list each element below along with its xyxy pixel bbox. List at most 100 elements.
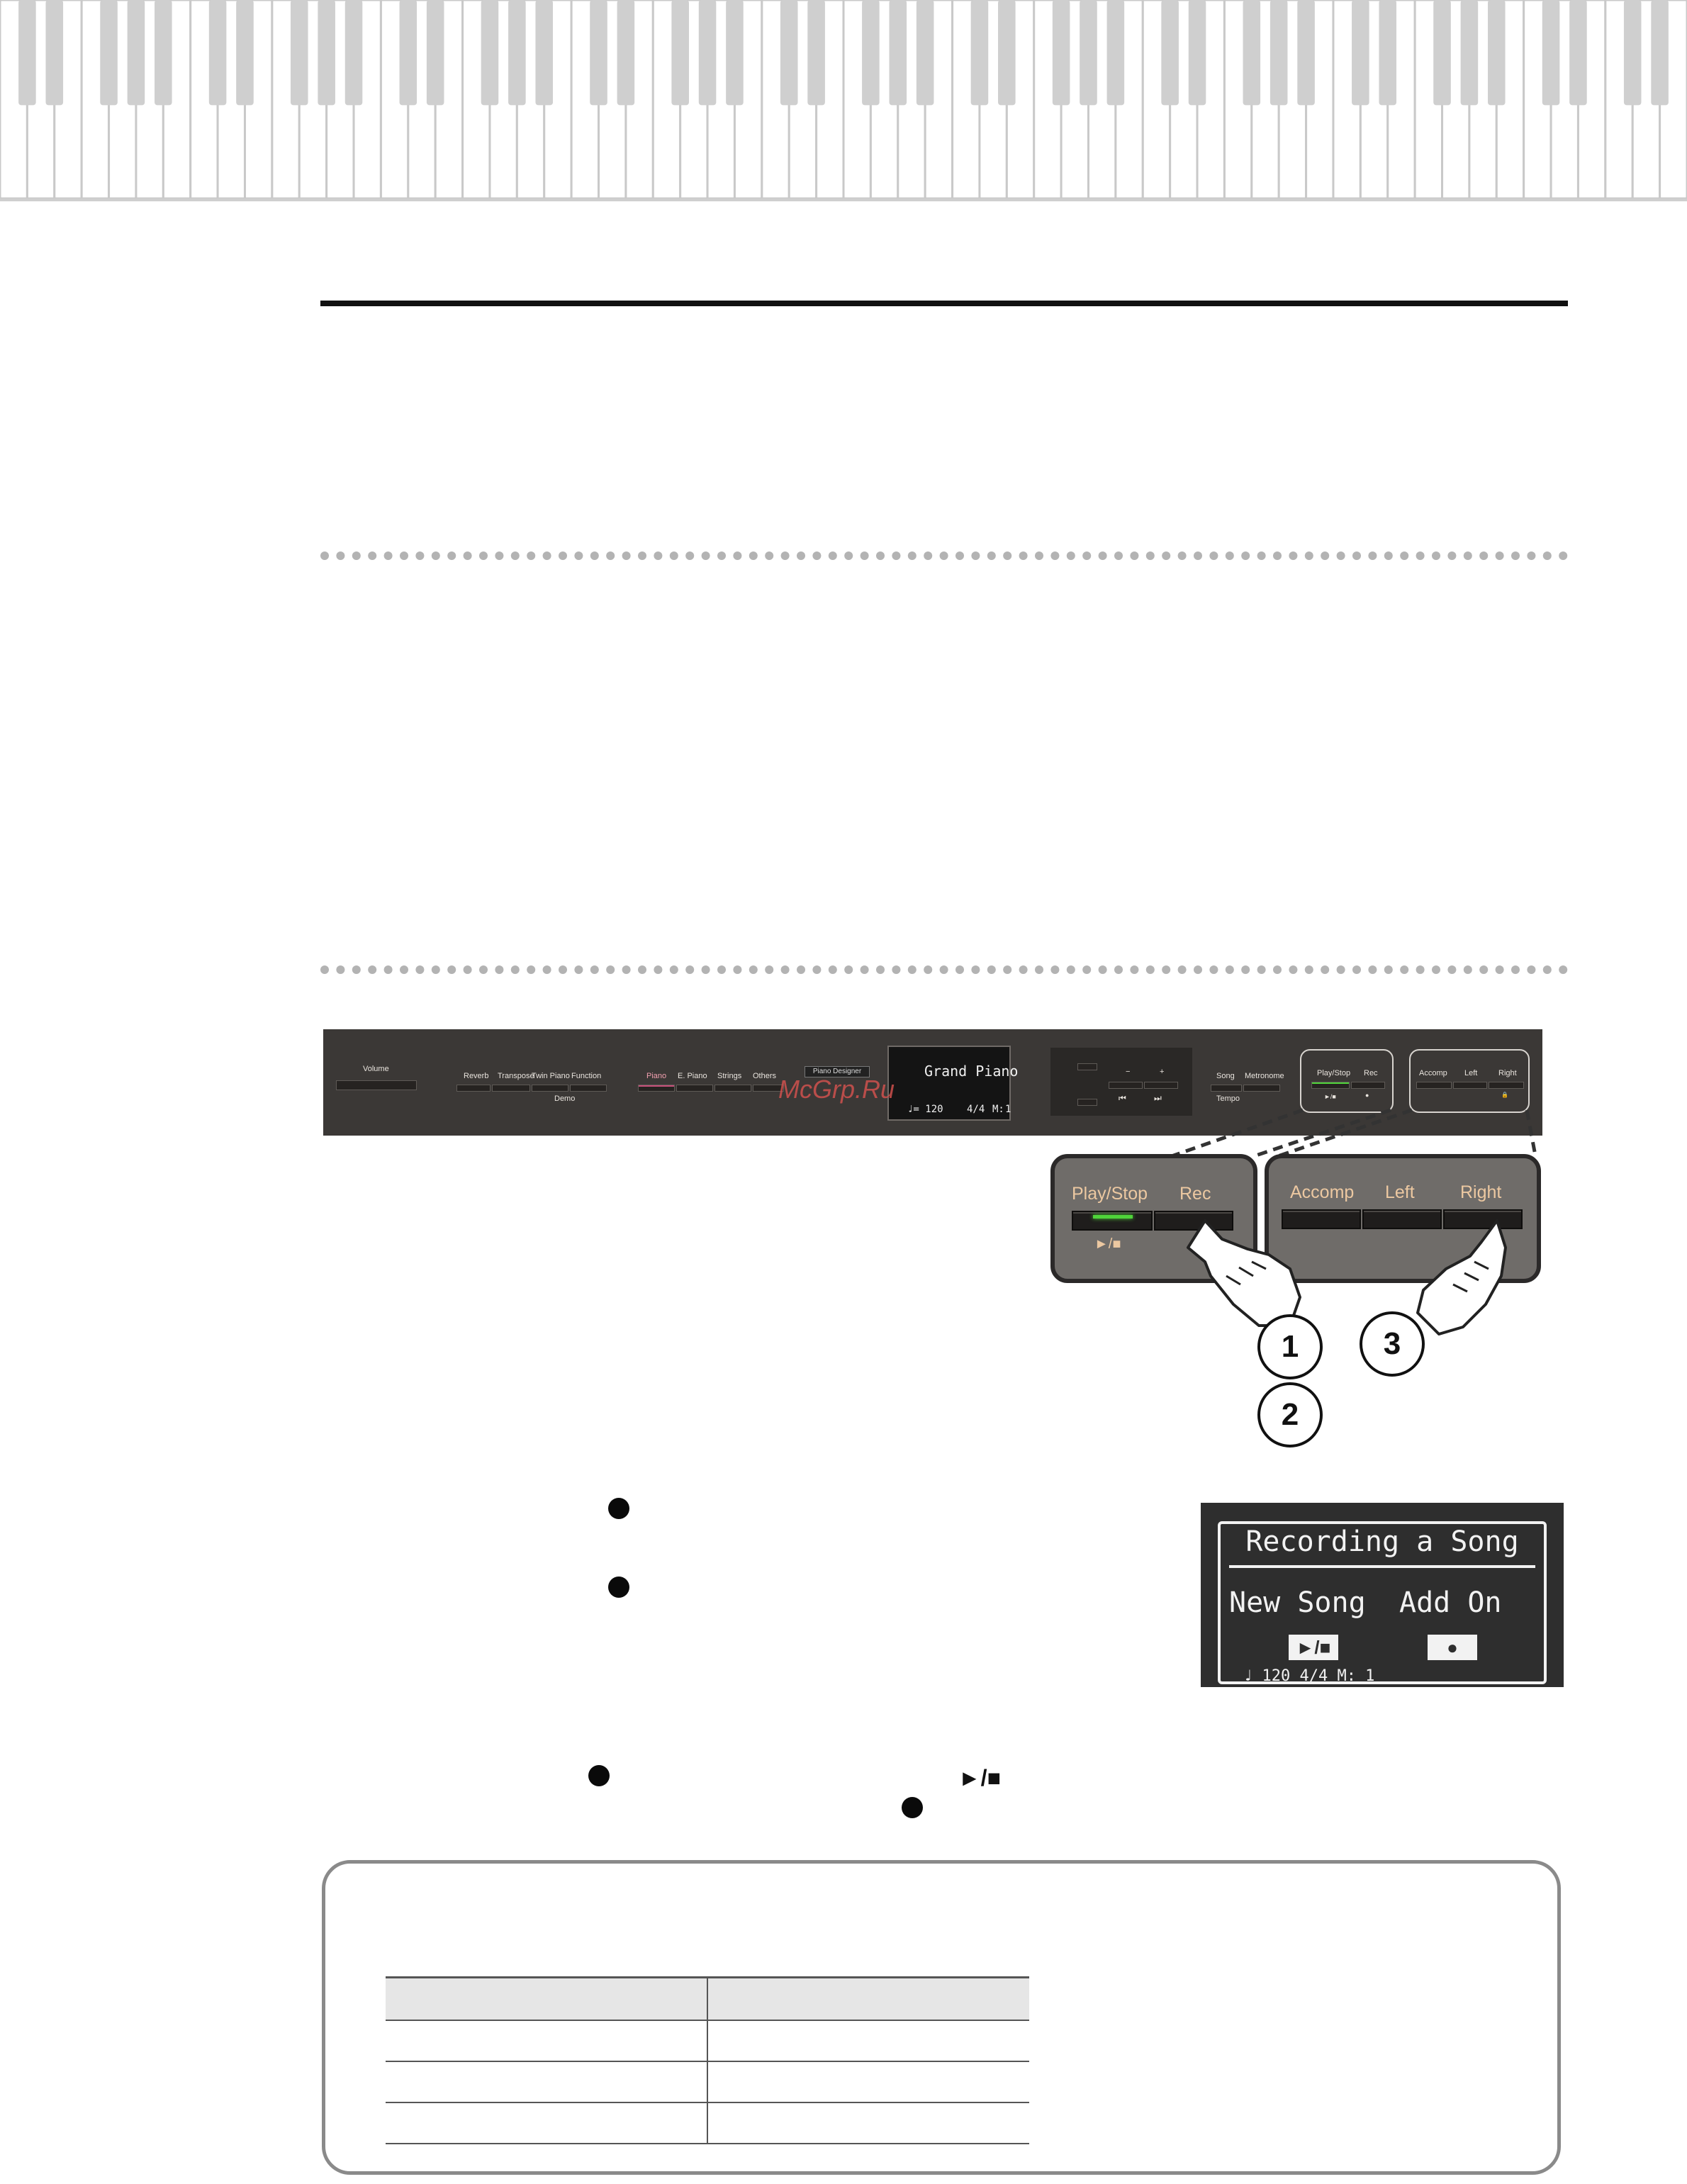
divider-dot — [590, 551, 599, 560]
divider-dot — [1050, 551, 1060, 560]
black-key — [862, 0, 880, 106]
black-key — [617, 0, 635, 106]
divider-dot — [447, 965, 456, 974]
info-table — [386, 1976, 1029, 2144]
piano-button[interactable] — [638, 1085, 675, 1092]
divider-dot — [1559, 965, 1568, 974]
divider-dot — [733, 965, 742, 974]
divider-dot — [415, 551, 425, 560]
divider-dot — [955, 965, 964, 974]
divider-dot — [415, 965, 425, 974]
divider-dot — [844, 965, 853, 974]
display-measure-label: M: — [992, 1104, 1004, 1115]
divider-dot — [1352, 551, 1361, 560]
zoom-accomp-label: Accomp — [1290, 1182, 1355, 1202]
zoom-right-button[interactable] — [1443, 1209, 1523, 1229]
divider-dot — [1114, 965, 1123, 974]
black-key — [1488, 0, 1506, 106]
strings-label: Strings — [717, 1072, 742, 1080]
divider-dot — [1003, 551, 1012, 560]
minus-button[interactable] — [1109, 1082, 1143, 1089]
others-button[interactable] — [753, 1085, 784, 1092]
divider-dot — [780, 551, 790, 560]
divider-dot — [939, 551, 948, 560]
bullet-dot — [608, 1577, 629, 1598]
keyboard-header-graphic — [0, 0, 1687, 201]
recorder-callout-outline — [1300, 1049, 1394, 1113]
zoom-play-stop-button[interactable] — [1072, 1211, 1153, 1231]
add-on-key-icon: ● — [1428, 1635, 1477, 1660]
divider-dot — [1479, 551, 1489, 560]
zoom-accomp-button[interactable] — [1282, 1209, 1361, 1229]
transpose-button[interactable] — [492, 1085, 530, 1092]
rewind-icon: ⏮ — [1119, 1093, 1126, 1103]
black-key — [1270, 0, 1288, 106]
divider-dot — [892, 965, 901, 974]
black-key — [807, 0, 825, 106]
recording-title-underline — [1229, 1565, 1535, 1568]
divider-dot — [733, 551, 742, 560]
piano-designer-button[interactable]: Piano Designer — [805, 1066, 870, 1077]
black-key — [1243, 0, 1261, 106]
zoom-left-button[interactable] — [1362, 1209, 1442, 1229]
strings-button[interactable] — [714, 1085, 751, 1092]
table-header-row — [386, 1976, 1029, 2021]
black-key — [1569, 0, 1587, 106]
black-key — [426, 0, 444, 106]
divider-dot — [797, 965, 805, 974]
divider-dot — [1066, 551, 1075, 560]
divider-dot — [971, 551, 980, 560]
reverb-button[interactable] — [456, 1085, 491, 1092]
watermark: McGrp.Ru — [778, 1075, 895, 1104]
volume-slider[interactable] — [336, 1080, 417, 1090]
panel-display: Grand Piano ♩= 120 4/4 M: 1 — [887, 1046, 1018, 1121]
divider-dot — [1019, 965, 1028, 974]
right-button[interactable] — [1489, 1082, 1524, 1089]
divider-dot — [1384, 965, 1393, 974]
black-key — [127, 0, 145, 106]
divider-dot — [669, 965, 678, 974]
divider-dot — [1384, 551, 1393, 560]
cursor-down-button[interactable] — [1077, 1099, 1097, 1106]
divider-dot — [574, 965, 583, 974]
bullet-dot — [902, 1797, 923, 1818]
cursor-up-button[interactable] — [1077, 1063, 1097, 1070]
song-button[interactable] — [1211, 1085, 1242, 1092]
divider-dot — [622, 551, 631, 560]
divider-dot — [1479, 965, 1489, 974]
zoom-rec-button[interactable] — [1154, 1211, 1233, 1231]
divider-dot — [1145, 551, 1155, 560]
reverb-label: Reverb — [464, 1072, 489, 1080]
black-key — [318, 0, 335, 106]
function-button[interactable] — [570, 1085, 607, 1092]
divider-dot — [1527, 551, 1536, 560]
zoom-right-label: Right — [1460, 1182, 1502, 1202]
divider-dot — [971, 965, 980, 974]
metronome-button[interactable] — [1243, 1085, 1280, 1092]
plus-button[interactable] — [1144, 1082, 1178, 1089]
table-header-cell — [707, 1976, 1029, 2021]
rec-icon: ● — [1365, 1092, 1369, 1099]
divider-dot — [1130, 551, 1139, 560]
black-key — [18, 0, 36, 106]
others-label: Others — [753, 1072, 777, 1080]
rec-button[interactable] — [1351, 1082, 1385, 1089]
divider-dot — [1495, 551, 1504, 560]
twin-piano-button[interactable] — [532, 1085, 568, 1092]
divider-dot — [527, 551, 536, 560]
divider-dot — [574, 551, 583, 560]
left-button[interactable] — [1453, 1082, 1487, 1089]
black-key — [1297, 0, 1315, 106]
divider-dot — [1321, 965, 1330, 974]
divider-dot — [352, 551, 361, 560]
accomp-label: Accomp — [1419, 1069, 1447, 1077]
accomp-button[interactable] — [1416, 1082, 1452, 1089]
e-piano-button[interactable] — [676, 1085, 713, 1092]
divider-dot — [1336, 965, 1345, 974]
divider-dot — [1177, 551, 1187, 560]
play-stop-button[interactable] — [1311, 1082, 1350, 1089]
play-stop-led — [1093, 1215, 1133, 1219]
divider-dot — [1145, 965, 1155, 974]
divider-dot — [907, 551, 917, 560]
divider-dot — [797, 551, 805, 560]
